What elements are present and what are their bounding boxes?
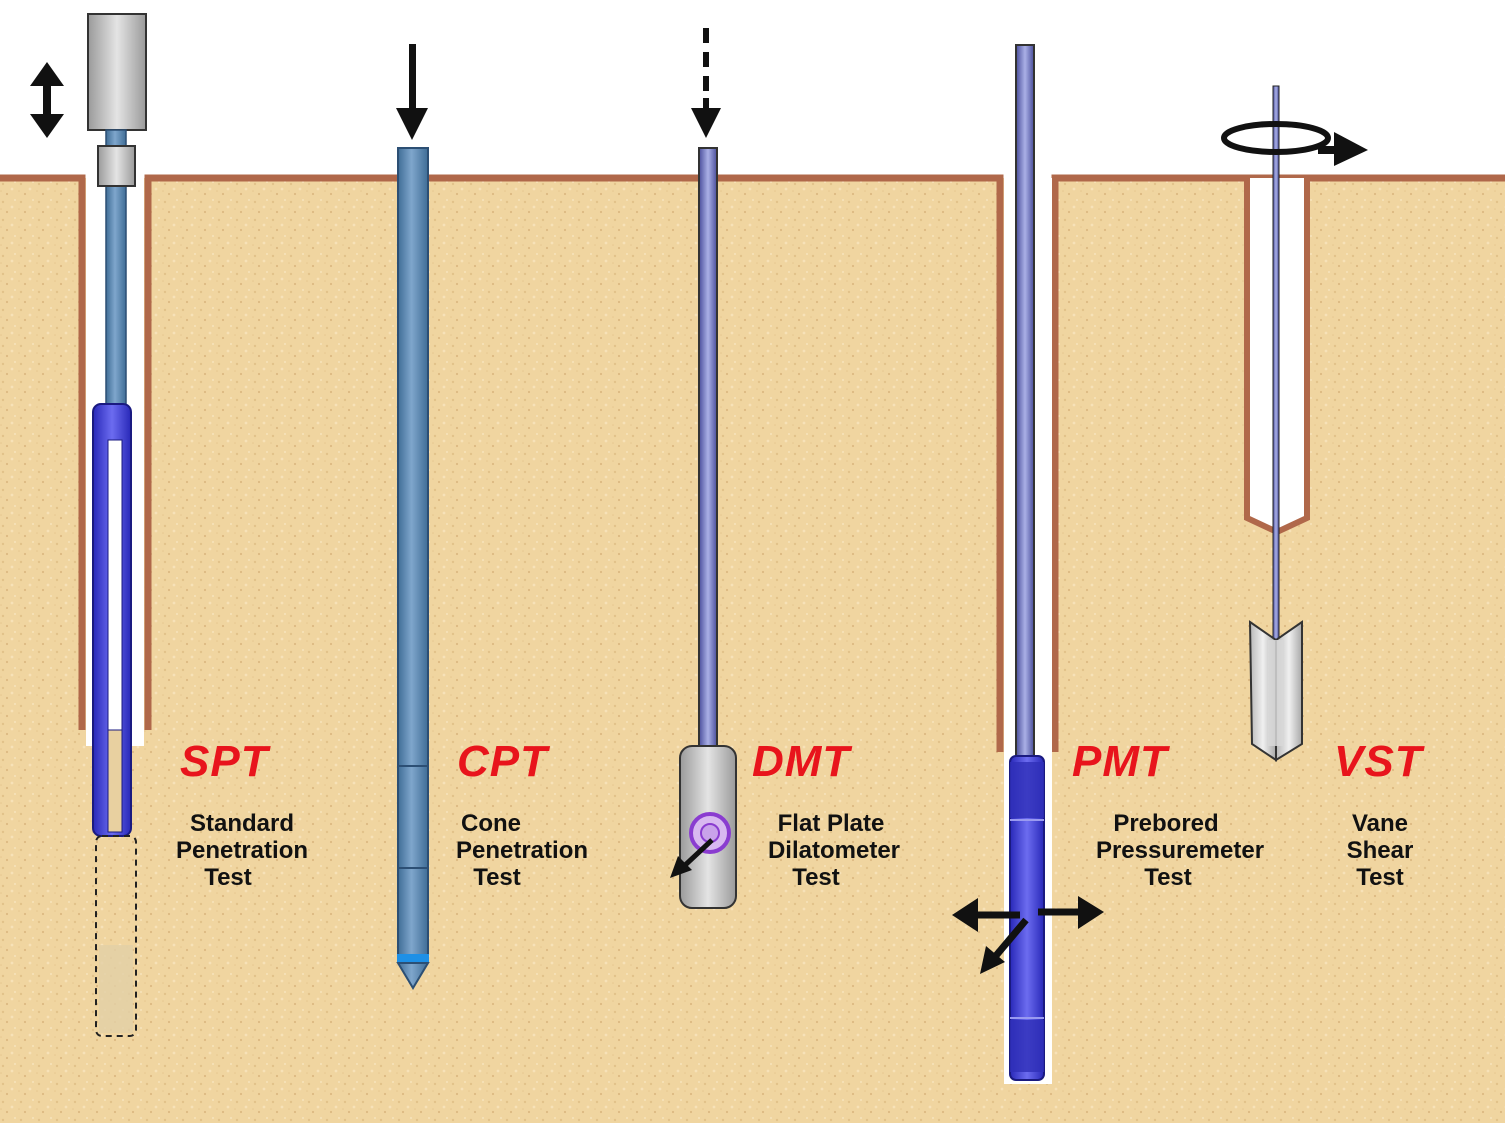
spt-probe bbox=[87, 13, 147, 1037]
spt-description: Standard Penetration Test bbox=[142, 810, 342, 891]
cpt-rod bbox=[397, 147, 429, 767]
double-vertical-arrow-icon bbox=[30, 62, 64, 138]
vst-description: Vane Shear Test bbox=[1280, 810, 1480, 891]
dmt-desc-line-3: Test bbox=[792, 864, 840, 891]
spt-next-sample bbox=[99, 945, 133, 1033]
vst-vane-core bbox=[1268, 640, 1284, 746]
cpt-description: Cone Penetration Test bbox=[422, 810, 622, 891]
spt-soil-sample bbox=[107, 729, 123, 833]
cpt-desc-line-2: Penetration bbox=[455, 837, 589, 864]
spt-sample-window bbox=[107, 439, 123, 731]
pmt-rod bbox=[1015, 44, 1035, 758]
rotation-arrow-icon bbox=[1221, 121, 1368, 166]
dmt-desc-line-2: Dilatometer bbox=[767, 837, 901, 864]
pmt-desc-line-1: Prebored bbox=[1113, 810, 1219, 837]
vst-abbreviation: VST bbox=[1334, 737, 1423, 786]
vst-rod bbox=[1272, 85, 1280, 647]
vst-probe bbox=[1248, 85, 1303, 762]
spt-desc-line-2: Penetration bbox=[175, 837, 309, 864]
pmt-guard-cell-bottom bbox=[1010, 1020, 1044, 1072]
expansion-arrows-icon bbox=[952, 896, 1104, 974]
spt-desc-line-1: Standard bbox=[189, 810, 294, 837]
spt-next-position bbox=[95, 835, 137, 1037]
spt-anvil bbox=[97, 145, 136, 187]
pmt-guard-cell-top bbox=[1010, 762, 1044, 818]
cpt-tip-ring bbox=[397, 954, 429, 963]
vst-desc-line-2: Shear bbox=[1346, 837, 1414, 864]
cpt-desc-line-3: Test bbox=[473, 864, 521, 891]
cpt-probe bbox=[396, 147, 430, 990]
spt-abbreviation: SPT bbox=[180, 737, 269, 786]
vst-desc-line-3: Test bbox=[1356, 864, 1404, 891]
dmt-abbreviation: DMT bbox=[752, 737, 851, 786]
pmt-abbreviation: PMT bbox=[1072, 737, 1168, 786]
spt-desc-line-3: Test bbox=[204, 864, 252, 891]
dmt-rod bbox=[698, 147, 718, 751]
down-arrow-icon bbox=[396, 44, 428, 140]
cpt-sleeve bbox=[397, 765, 429, 869]
pmt-desc-line-2: Pressuremeter bbox=[1095, 837, 1265, 864]
cpt-cone bbox=[396, 962, 430, 990]
dmt-desc-line-1: Flat Plate bbox=[777, 810, 885, 837]
cpt-abbreviation: CPT bbox=[457, 737, 548, 786]
pmt-probe bbox=[1009, 44, 1045, 1081]
pmt-description: Prebored Pressuremeter Test bbox=[1080, 810, 1280, 891]
cpt-desc-line-1: Cone bbox=[461, 810, 521, 837]
vst-desc-line-1: Vane bbox=[1351, 810, 1409, 837]
dashed-down-arrow-icon bbox=[691, 28, 721, 138]
dmt-probe bbox=[670, 147, 737, 909]
pmt-desc-line-3: Test bbox=[1144, 864, 1192, 891]
dmt-expansion-arrow-icon bbox=[670, 838, 714, 878]
spt-hammer bbox=[87, 13, 147, 131]
cpt-tip-body bbox=[397, 867, 429, 957]
dmt-description: Flat Plate Dilatometer Test bbox=[734, 810, 934, 891]
ground-surface bbox=[0, 174, 1505, 752]
